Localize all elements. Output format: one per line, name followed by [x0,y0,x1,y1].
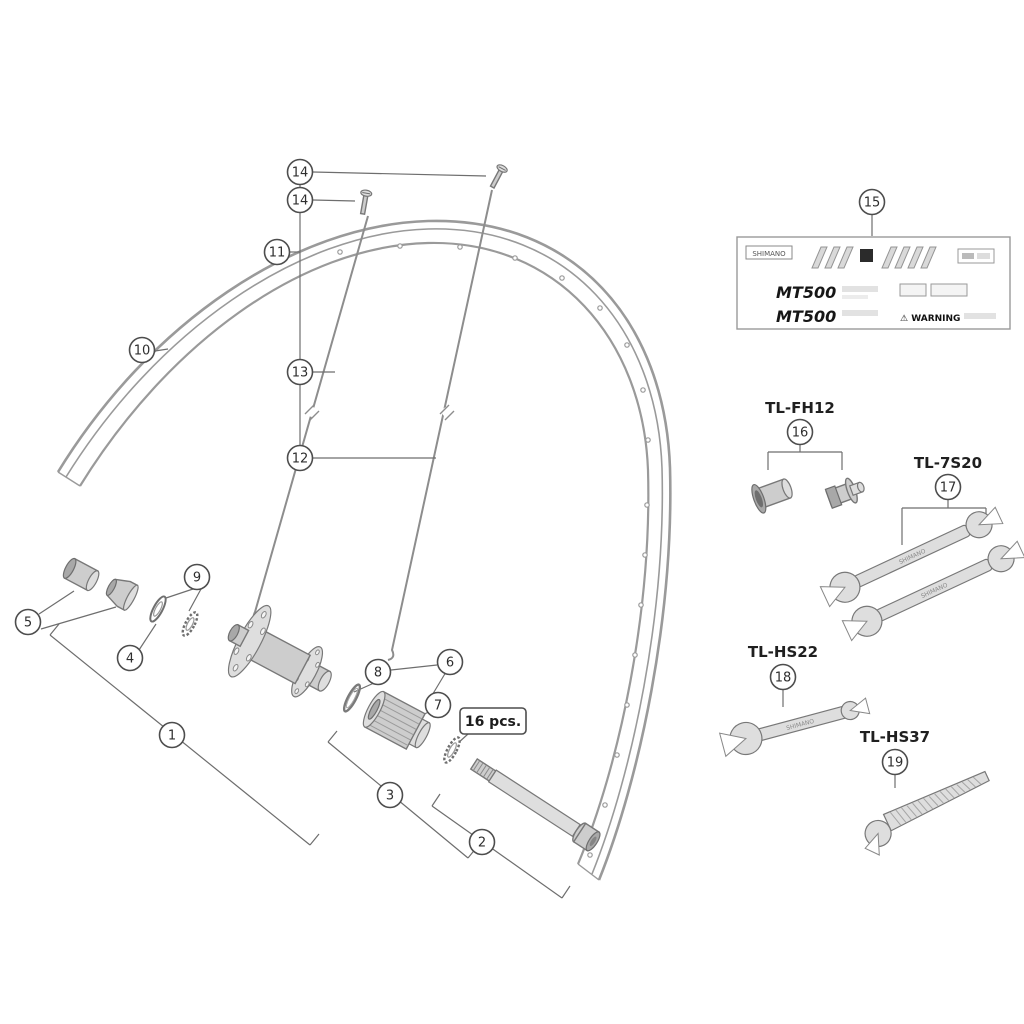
svg-text:16: 16 [792,426,809,441]
callout-13: 13 [286,358,314,386]
callout-14: 14 [286,186,314,214]
tool-label-tl-fh12: TL-FH12 [765,399,835,417]
callout-18: 18 [769,663,797,691]
callout-16: 16 [786,418,814,446]
seal-ring [149,595,167,623]
svg-text:3: 3 [386,789,394,804]
freehub-body [362,690,431,750]
thru-axle [469,757,601,852]
svg-text:5: 5 [24,616,32,631]
svg-text:7: 7 [434,699,442,714]
callouts: 14 14 11 13 12 10 9 5 4 8 6 [14,158,962,856]
callout-2: 2 [468,828,496,856]
lock-wrench-tl-hs37 [864,770,990,856]
callout-12: 12 [286,444,314,472]
svg-text:10: 10 [134,344,151,359]
tl-fh12-adapter-a [751,478,793,514]
svg-text:11: 11 [269,246,286,261]
cone-spacer [105,578,139,612]
hub-body [227,604,332,698]
decal-warning-text: ⚠ WARNING [900,314,960,324]
svg-text:14: 14 [292,166,309,181]
spoke-right [387,189,493,661]
spoke-nipple-icon [489,164,508,189]
quantity-note-label: 16 pcs. [465,714,521,730]
quantity-note: 16 pcs. [459,707,527,735]
decal-set: SHIMANO MT500 MT500 ⚠ WARNING [736,236,1011,330]
axle-end-cap [62,557,100,592]
svg-text:2: 2 [478,836,486,851]
svg-text:19: 19 [887,756,904,771]
callout-8: 8 [364,658,392,686]
svg-text:9: 9 [193,571,201,586]
tool-label-tl-7s20: TL-7S20 [914,454,982,472]
callout-15: 15 [858,188,886,216]
callout-1: 1 [158,721,186,749]
spoke-nipple-icon [359,189,373,216]
spokes [252,164,508,661]
hub-spanner-tl-hs22: SHIMANO [718,697,871,758]
svg-text:8: 8 [374,666,382,681]
svg-text:14: 14 [292,194,309,209]
tool-label-tl-hs37: TL-HS37 [860,728,930,746]
callout-6: 6 [436,648,464,676]
callout-17: 17 [934,473,962,501]
svg-text:13: 13 [292,366,309,381]
callout-7: 7 [424,691,452,719]
hub-exploded-assembly [62,557,601,852]
callout-3: 3 [376,781,404,809]
cone-wrench-2: SHIMANO [841,540,1024,642]
callout-5: 5 [14,608,42,636]
callout-19: 19 [881,748,909,776]
callout-9: 9 [183,563,211,591]
tool-label-tl-hs22: TL-HS22 [748,643,818,661]
svg-text:18: 18 [775,671,792,686]
decal-brand-text: SHIMANO [752,250,786,258]
tools: TL-FH12 TL-7S20 SHIMANO [718,399,1024,856]
spoke-break-marks [304,404,455,421]
leader-lines [38,171,987,899]
callout-11: 11 [263,238,291,266]
callout-14-top: 14 [286,158,314,186]
svg-text:17: 17 [940,481,957,496]
svg-text:6: 6 [446,656,454,671]
svg-text:1: 1 [168,729,176,744]
svg-text:12: 12 [292,452,309,467]
svg-text:4: 4 [126,652,134,667]
o-ring-seal [342,683,362,713]
serrated-washer [181,611,199,637]
callout-10: 10 [128,336,156,364]
ratchet-serrated-ring [443,736,461,764]
decal-model-bottom: MT500 [776,307,836,326]
callout-4: 4 [116,644,144,672]
tl-fh12-adapter-b [824,477,865,509]
decal-model-top: MT500 [776,283,836,302]
cone-wrench-1: SHIMANO [819,506,1004,608]
wheel-rim [56,219,672,881]
svg-text:15: 15 [864,196,881,211]
rim-spoke-holes [337,243,651,858]
decal-logo-glyphs [811,246,995,269]
